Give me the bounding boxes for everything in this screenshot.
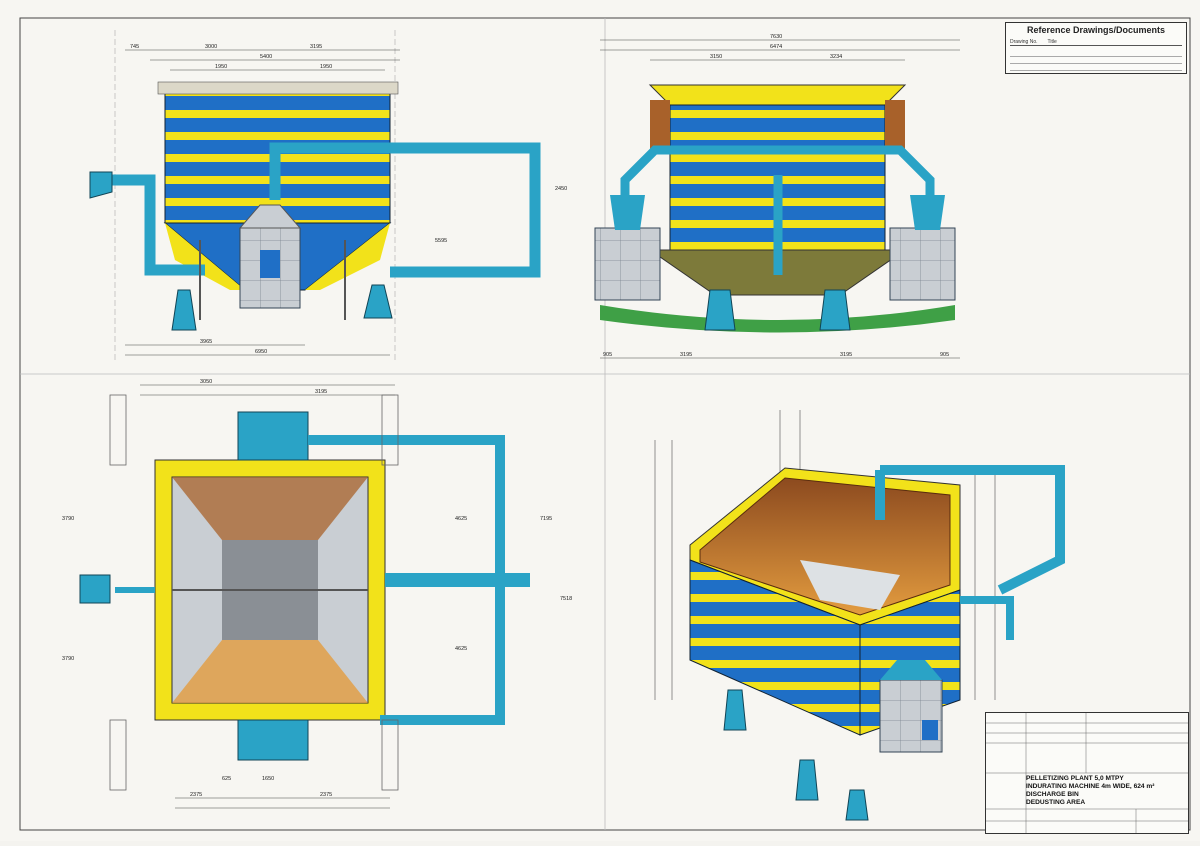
dim-v2-bottom-c: 3195: [840, 352, 852, 358]
dim-v2-top-a: 7630: [770, 34, 782, 40]
reference-drawings-block: Reference Drawings/Documents Drawing No.…: [1005, 22, 1187, 74]
title-block: PELLETIZING PLANT 5,0 MTPY INDURATING MA…: [985, 712, 1189, 834]
dim-v3-bottom-c: 2375: [190, 792, 202, 798]
title-line-machine: INDURATING MACHINE 4m WIDE, 624 m²: [1026, 783, 1155, 790]
ref-col-number: Drawing No.: [1010, 39, 1038, 45]
title-line-plant: PELLETIZING PLANT 5,0 MTPY: [1026, 775, 1124, 782]
dim-v2-bottom-d: 905: [940, 352, 949, 358]
dim-v1-bottom-b: 6950: [255, 349, 267, 355]
dim-v2-top-b: 6474: [770, 44, 782, 50]
dim-v2-bottom-b: 3195: [680, 352, 692, 358]
dim-v3-left-a: 3790: [62, 516, 74, 522]
dim-v3-bottom-b: 1650: [262, 776, 274, 782]
title-line-bin: DISCHARGE BIN: [1026, 791, 1079, 798]
ref-row: [1010, 63, 1182, 71]
dim-v1-bottom-a: 3965: [200, 339, 212, 345]
dim-v3-bottom-d: 2375: [320, 792, 332, 798]
title-block-grid: [986, 713, 1188, 833]
dim-v3-top-b: 3195: [315, 389, 327, 395]
dim-v1-top-left: 745: [130, 44, 139, 50]
dim-v1-mid: 5400: [260, 54, 272, 60]
dim-v1-top-a: 3000: [205, 44, 217, 50]
dim-v2-bottom-a: 905: [603, 352, 612, 358]
dim-v3-right-b: 4625: [455, 646, 467, 652]
ref-row: [1010, 56, 1182, 64]
dim-v3-right-d: 7518: [560, 596, 572, 602]
side-elevation-view: [594, 39, 960, 359]
title-line-area: DEDUSTING AREA: [1026, 799, 1086, 806]
reference-drawings-title: Reference Drawings/Documents: [1026, 25, 1166, 35]
dim-v2-side: 2450: [555, 186, 567, 192]
ref-col-title: Title: [1047, 39, 1057, 45]
dim-v2-top-d: 3234: [830, 54, 842, 60]
dim-v3-bottom-a: 625: [222, 776, 231, 782]
plan-view: [79, 384, 530, 809]
isometric-view: [654, 410, 1065, 821]
dim-v1-sub-a: 1950: [215, 64, 227, 70]
dim-v3-left-b: 3790: [62, 656, 74, 662]
dim-v3-right-c: 7195: [540, 516, 552, 522]
ref-row: [1010, 49, 1182, 57]
dim-v1-sub-b: 1950: [320, 64, 332, 70]
front-elevation-view: [89, 30, 541, 360]
dim-v1-side: 5595: [435, 238, 447, 244]
dim-v3-top-a: 3050: [200, 379, 212, 385]
dim-v1-top-b: 3195: [310, 44, 322, 50]
dim-v3-right-a: 4625: [455, 516, 467, 522]
dim-v2-top-c: 3150: [710, 54, 722, 60]
reference-columns: Drawing No. Title: [1010, 39, 1182, 46]
